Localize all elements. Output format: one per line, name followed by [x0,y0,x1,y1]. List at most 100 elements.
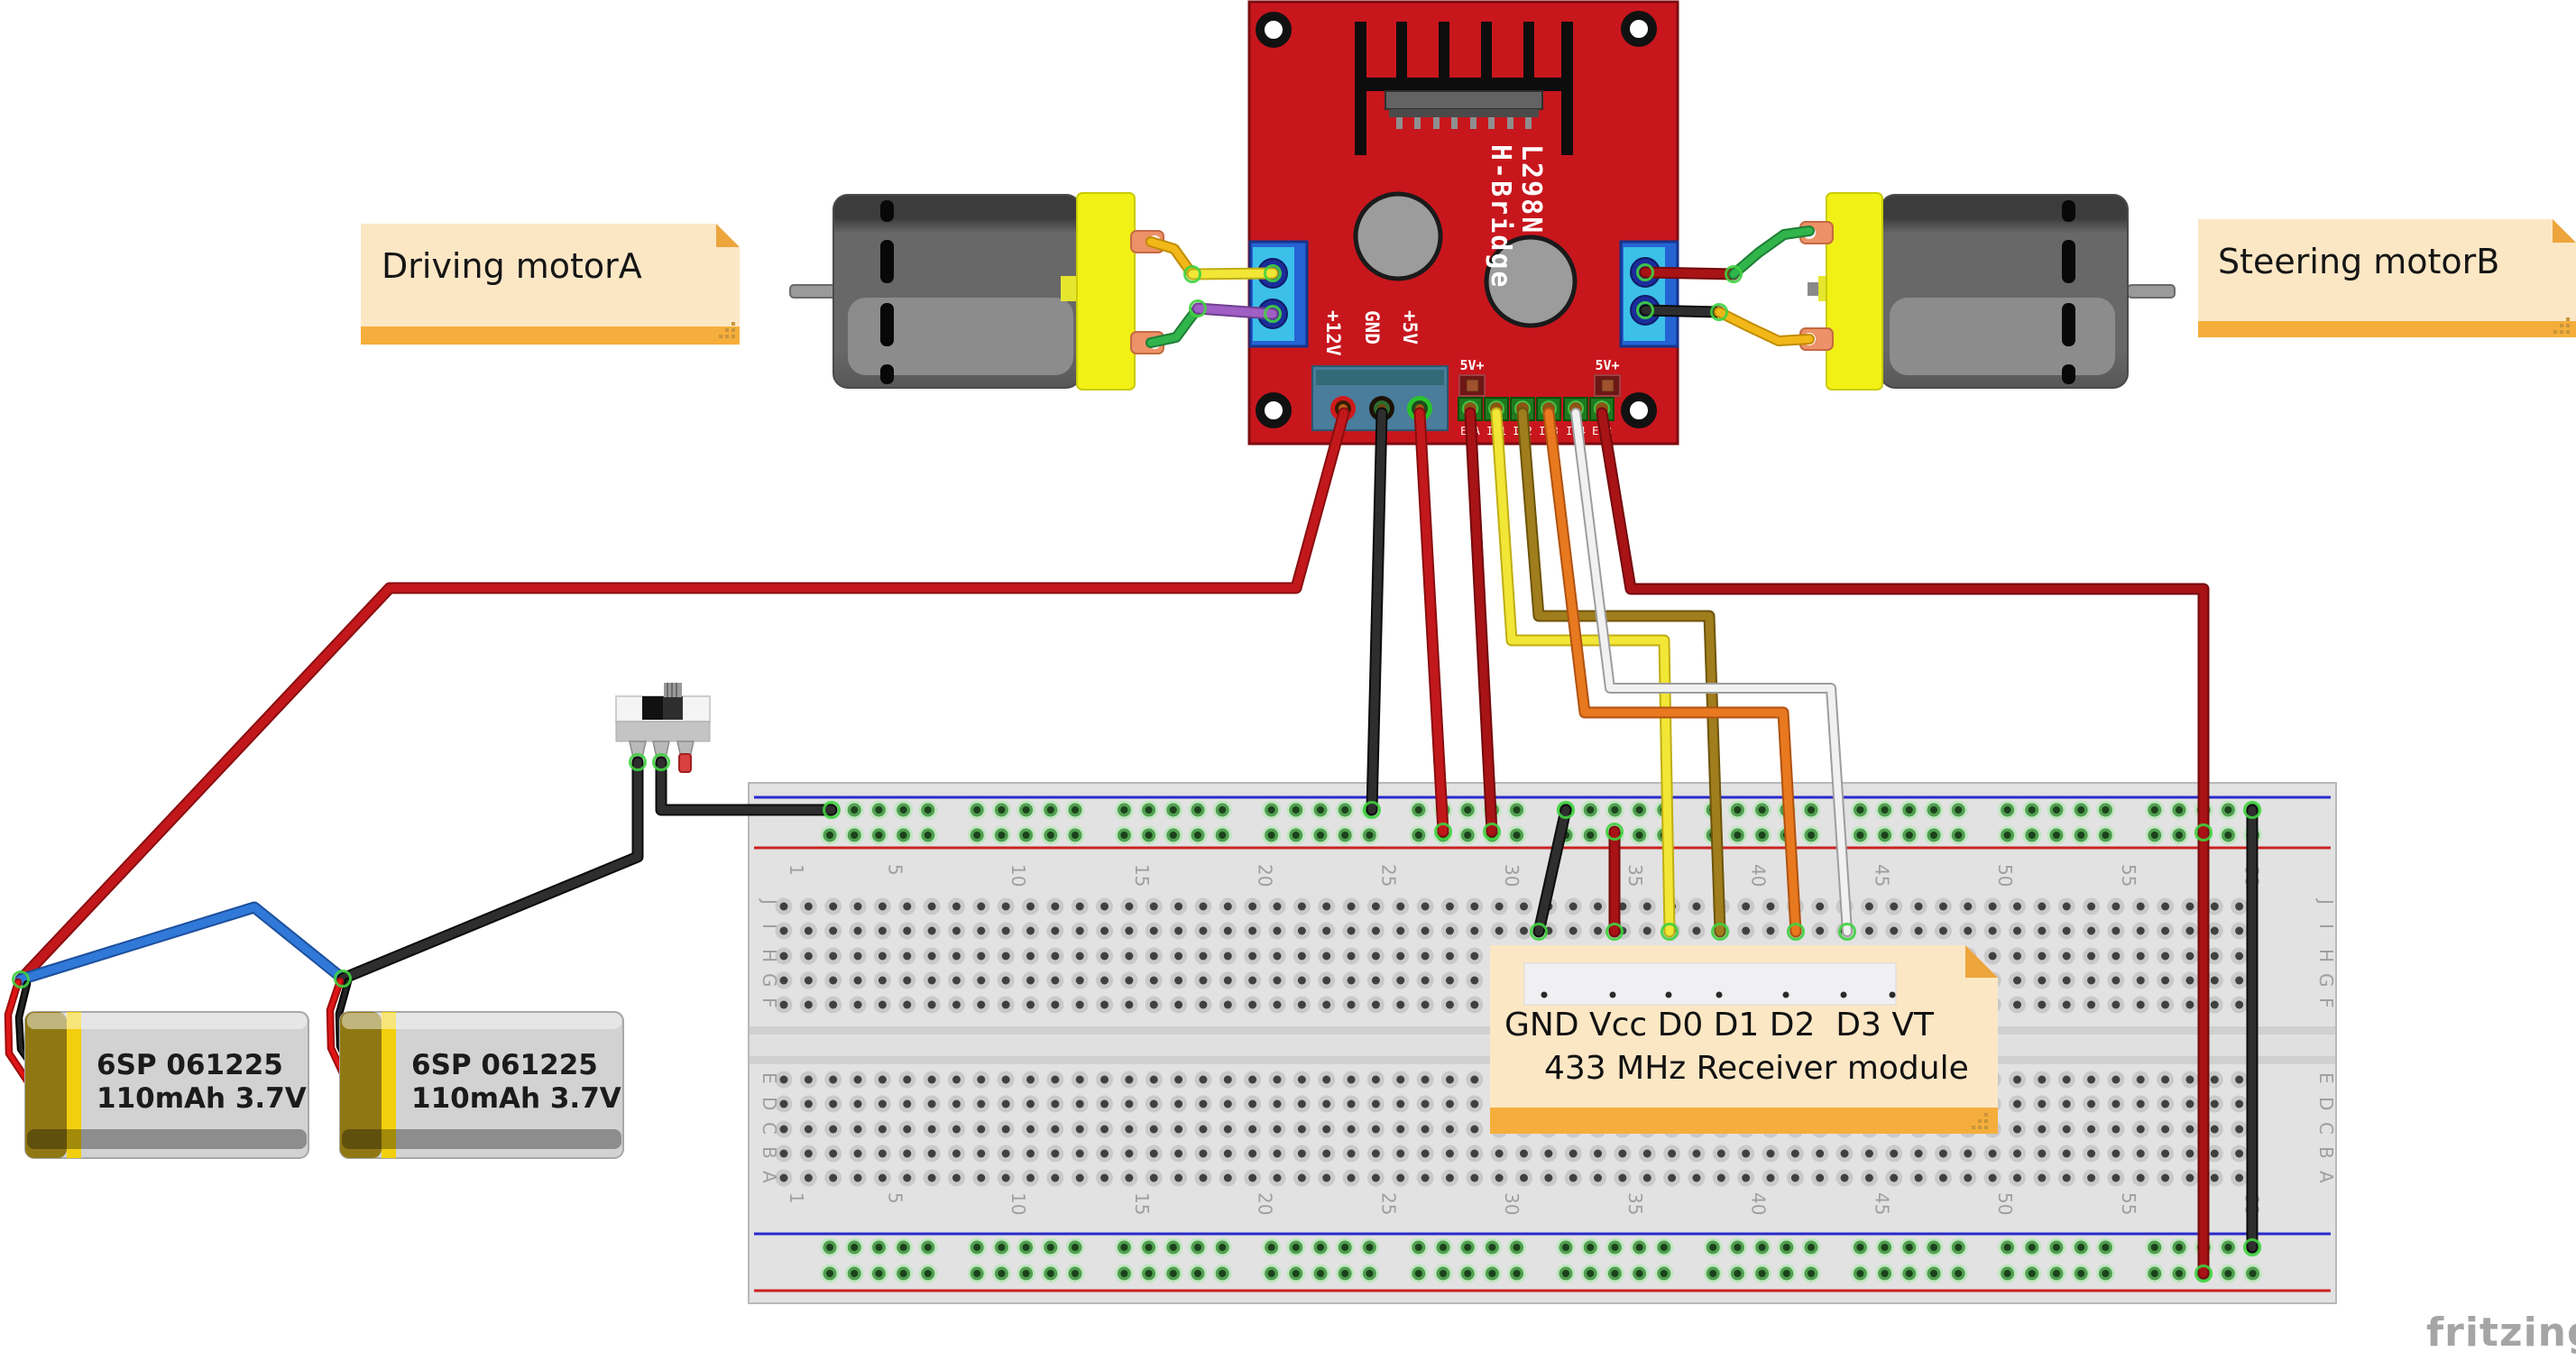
wire-battery-blue[interactable] [16,903,347,984]
breadboard-hole-center [1051,926,1060,935]
connection-ring[interactable] [1661,923,1679,941]
wire-motorB-lead-green[interactable] [1730,227,1813,278]
wire-in1-yellow[interactable] [1492,409,1674,936]
breadboard-hole-center [952,1149,961,1158]
breadboard-hole-center [927,926,936,935]
rail-hole-center [1120,832,1128,839]
breadboard-hole-center [977,902,986,911]
connection-ring[interactable] [1189,299,1207,317]
screw-terminal-left[interactable] [1248,240,1309,348]
wire-5v-red[interactable] [1415,409,1448,836]
connection-ring[interactable] [1557,801,1575,819]
switch-pins[interactable] [629,740,695,759]
wire-enb-red[interactable] [1597,409,2208,1278]
wire-motorA-lead-yellow[interactable] [1147,238,1196,278]
note-driving-motor[interactable]: Driving motorA [361,224,740,345]
wire-bat2-red-lead[interactable] [327,979,346,1078]
note-steering-motor[interactable]: Steering motorB [2198,219,2576,337]
connection-ring[interactable] [823,801,841,819]
breadboard-label: G [2315,973,2337,988]
connection-ring[interactable] [1636,301,1654,319]
wire-motorB-jumper-red[interactable] [1641,268,1738,279]
connection-ring[interactable] [1725,265,1743,283]
switch-handle[interactable] [664,683,682,697]
rail-hole-center [1881,832,1889,839]
breadboard-hole-center [1594,1149,1603,1158]
breadboard-hole-center [1816,1149,1825,1158]
breadboard-hole-center [1470,976,1479,985]
connection-ring[interactable] [2243,801,2261,819]
note-receiver-module[interactable]: GND Vcc D0 D1 D2 D3 VT 433 MHz Receiver … [1490,945,1998,1134]
connection-ring[interactable] [2243,1238,2261,1256]
connection-ring[interactable] [1605,923,1624,941]
breadboard-hole-center [1125,1099,1134,1108]
connection-ring[interactable] [629,753,647,771]
connection-ring[interactable] [1530,923,1548,941]
breadboard-hole-center [1594,926,1603,935]
note-body[interactable] [361,224,740,326]
breadboard-hole-center [2013,1149,2021,1158]
connection-ring[interactable] [652,753,670,771]
breadboard-hole-center [1322,902,1331,911]
wire-motorB-lead-yellow[interactable] [1716,308,1813,345]
wire-in4-white[interactable] [1572,409,1851,935]
wire-bat1-red-lead[interactable] [5,979,30,1083]
connection-ring[interactable] [1264,305,1282,323]
rail-hole-center [2053,1270,2060,1277]
note-body[interactable] [2198,219,2576,321]
connection-ring[interactable] [1434,823,1452,841]
wire-motorA-jumper-yellow[interactable] [1188,269,1277,279]
wire-switch-to-rail-black[interactable] [657,758,836,814]
rail-hole-center [1955,1244,1963,1251]
battery-2[interactable]: 6SP 061225 110mAh 3.7V [339,1011,624,1159]
note-bar[interactable] [1490,1108,1998,1134]
connection-ring[interactable] [1787,923,1805,941]
breadboard-hole-center [927,952,936,961]
connection-ring[interactable] [1483,823,1501,841]
wire-ena-red[interactable] [1466,409,1496,836]
wire-12v-red[interactable] [16,409,1348,984]
note-resize-grip[interactable] [2553,317,2570,334]
connection-ring[interactable] [1264,264,1282,282]
connection-ring[interactable] [1183,265,1201,283]
breadboard-hole-center [1470,1000,1479,1009]
connection-ring[interactable] [2194,1264,2213,1283]
battery-1[interactable]: 6SP 061225 110mAh 3.7V [24,1011,309,1159]
connection-ring[interactable] [2194,823,2213,841]
wire-in3-orange[interactable] [1544,409,1800,936]
enable-jumper-ena[interactable] [1458,374,1486,397]
connection-ring[interactable] [1363,801,1381,819]
connection-ring[interactable] [1711,923,1729,941]
note-bar[interactable] [2198,321,2576,337]
breadboard-hole-center [1001,952,1010,961]
breadboard-hole-center [1668,1149,1677,1158]
wire-gnd-black[interactable] [1367,409,1386,814]
driving-motor[interactable] [789,192,1164,391]
breadboard-hole-center [1938,926,1947,935]
note-resize-grip[interactable] [1972,1113,1988,1129]
connection-ring[interactable] [334,970,352,988]
note-bar[interactable] [361,326,740,345]
breadboard-hole-center [2210,902,2219,911]
screw-terminal-right[interactable] [1619,240,1679,348]
connection-ring[interactable] [12,970,30,989]
wire-in2-olive[interactable] [1518,409,1725,936]
steering-motor[interactable] [1799,192,2176,391]
connection-ring[interactable] [1838,923,1856,941]
wire-bat2-to-switch-black[interactable] [338,758,642,983]
breadboard-hole-center [1001,926,1010,935]
enable-jumper-enb[interactable] [1594,374,1621,397]
wire-rx-gnd-black[interactable] [1534,805,1570,936]
breadboard-hole-center [878,926,887,935]
connection-ring[interactable] [1710,303,1728,321]
l298n-module[interactable]: L298N H-Bridge +12V [1247,0,1679,446]
connection-ring[interactable] [1636,263,1654,281]
connection-ring[interactable] [1605,823,1624,841]
breadboard-hole-center [977,952,986,961]
slide-switch[interactable] [615,683,711,773]
rail-hole-center [1219,832,1227,839]
rail-hole-center [1930,806,1937,814]
wire-motorA-jumper-purple[interactable] [1193,304,1277,318]
note-resize-grip[interactable] [719,322,735,338]
wire-motorB-jumper-black[interactable] [1641,306,1724,317]
